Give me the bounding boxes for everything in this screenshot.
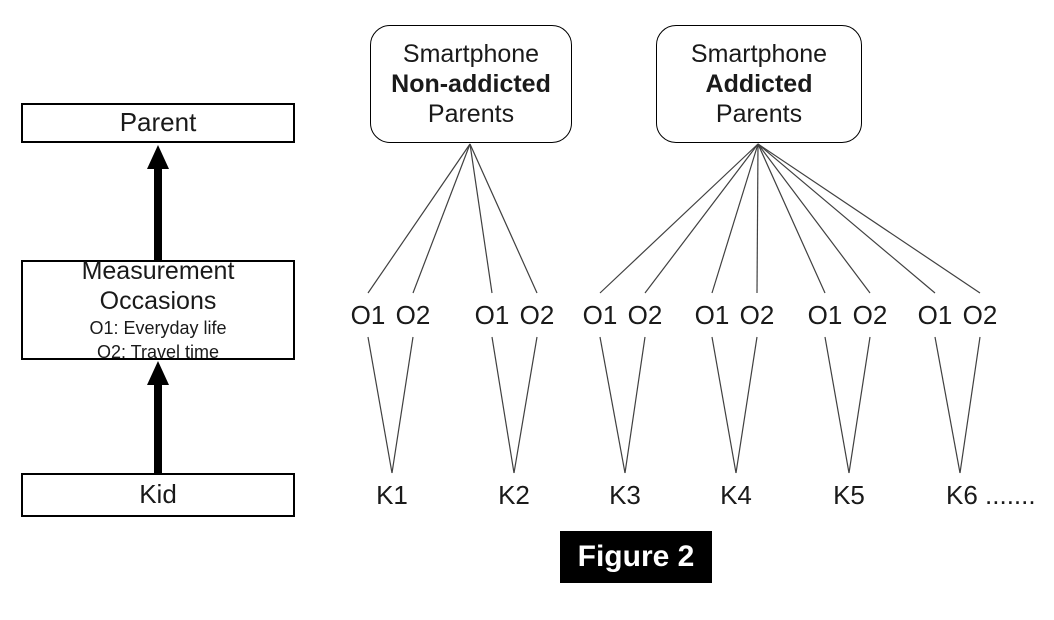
measurement-occasions-box: Measurement Occasions O1: Everyday life … — [21, 257, 295, 362]
v-line-k2-o2 — [513, 336, 538, 474]
occasion-label-k3-o1: O1 — [582, 300, 618, 330]
fan-line-g2-o2d — [757, 143, 981, 294]
kid-box: Kid — [21, 473, 295, 517]
fan-lines-non-addicted — [367, 143, 538, 294]
occasion-label-k4-o1: O1 — [694, 300, 730, 330]
v-line-k3-o1 — [599, 336, 626, 474]
kid-label-k2: K2 — [498, 480, 530, 510]
kid-label-k1: K1 — [376, 480, 408, 510]
addicted-line2: Addicted — [705, 70, 813, 98]
v-line-k2-o1 — [491, 336, 515, 474]
kid-label-k5: K5 — [833, 480, 865, 510]
occasion-label-k6-o1: O1 — [917, 300, 953, 330]
addicted-line3: Parents — [715, 100, 803, 128]
occasion-label-k5-o1: O1 — [807, 300, 843, 330]
kid-box-label: Kid — [139, 479, 177, 510]
v-line-k4-o1 — [711, 336, 737, 474]
v-line-k5-o1 — [824, 336, 850, 474]
fan-line-g1-o2a — [412, 143, 471, 294]
kid-label-k4: K4 — [720, 480, 752, 510]
figure-caption: Figure 2 — [560, 531, 712, 583]
occasion-label-k2-o2: O2 — [519, 300, 555, 330]
fan-line-g2-o2b — [756, 143, 759, 294]
parent-box: Parent — [21, 103, 295, 143]
up-arrow-measurement-to-parent — [147, 145, 169, 260]
addicted-parents-box: Smartphone Addicted Parents — [656, 25, 862, 143]
non-addicted-line2: Non-addicted — [391, 70, 551, 98]
non-addicted-line3: Parents — [427, 100, 515, 128]
fan-line-g2-o1d — [757, 143, 936, 294]
non-addicted-line1: Smartphone — [402, 40, 540, 68]
fan-line-g2-o1c — [757, 143, 826, 294]
fan-line-g2-o1a — [599, 143, 759, 294]
occasion-label-k1-o1: O1 — [350, 300, 386, 330]
parent-box-label: Parent — [119, 107, 197, 138]
non-addicted-parents-box: Smartphone Non-addicted Parents — [370, 25, 572, 143]
v-line-k3-o2 — [624, 336, 646, 474]
occasion-kid-lines — [367, 336, 981, 474]
fan-line-g1-o2b — [469, 143, 538, 294]
addicted-line1: Smartphone — [690, 40, 828, 68]
arrow-shaft — [154, 167, 162, 260]
measurement-box-sub1: O1: Everyday life — [89, 317, 227, 338]
occasion-label-k1-o2: O2 — [395, 300, 431, 330]
arrow-shaft — [154, 383, 162, 473]
v-line-k5-o2 — [848, 336, 871, 474]
kid-label-k3: K3 — [609, 480, 641, 510]
kid-label-k6: K6 ....... — [946, 480, 1036, 510]
v-line-k1-o1 — [367, 336, 393, 474]
v-line-k1-o2 — [391, 336, 414, 474]
occasion-label-k5-o2: O2 — [852, 300, 888, 330]
measurement-box-sub2: O2: Travel time — [96, 342, 220, 362]
v-line-k6-o2 — [959, 336, 981, 474]
fan-line-g1-o1b — [469, 143, 493, 294]
figure-caption-text: Figure 2 — [577, 540, 695, 573]
fan-line-g1-o1a — [367, 143, 471, 294]
fan-line-g2-o2a — [644, 143, 759, 294]
v-line-k6-o1 — [934, 336, 961, 474]
fan-line-g2-o1b — [711, 143, 759, 294]
measurement-box-title: Measurement Occasions — [81, 256, 235, 315]
occasion-label-k2-o1: O1 — [474, 300, 510, 330]
occasion-label-k4-o2: O2 — [739, 300, 775, 330]
arrowhead-icon — [147, 361, 169, 385]
arrowhead-icon — [147, 145, 169, 169]
v-line-k4-o2 — [735, 336, 758, 474]
fan-line-g2-o2c — [757, 143, 871, 294]
fan-lines-addicted — [599, 143, 981, 294]
occasion-label-k3-o2: O2 — [627, 300, 663, 330]
occasion-label-k6-o2: O2 — [962, 300, 998, 330]
up-arrow-kid-to-measurement — [147, 361, 169, 473]
